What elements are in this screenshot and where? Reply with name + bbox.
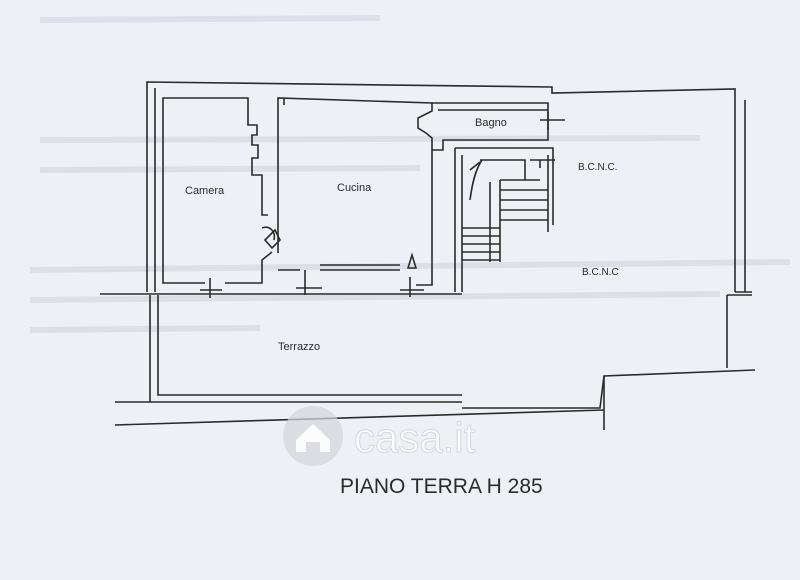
door-marks xyxy=(200,270,424,298)
watermark-brand: casa.it xyxy=(354,414,476,461)
room-label-bcnc-stair: B.C.N.C. xyxy=(578,162,617,173)
stair-treads xyxy=(462,179,548,262)
cucina-room-walls xyxy=(277,97,433,286)
room-label-cucina: Cucina xyxy=(337,182,372,194)
stair-enclosure-walls xyxy=(455,147,554,225)
casa-it-watermark: casa.it xyxy=(283,406,476,466)
bagno-room-walls xyxy=(432,102,549,151)
house-in-circle-icon xyxy=(283,406,343,466)
walls xyxy=(100,81,756,430)
outer-wall xyxy=(146,81,736,292)
terrazzo-walls xyxy=(149,295,462,402)
bcnc-right-walls xyxy=(462,369,756,409)
camera-room-walls xyxy=(162,97,268,284)
bleed-through-shading xyxy=(29,15,791,333)
room-label-bcnc-right: B.C.N.C xyxy=(582,267,619,278)
room-label-bagno: Bagno xyxy=(475,117,507,129)
room-labels: Camera Cucina Bagno Terrazzo B.C.N.C. B.… xyxy=(185,117,619,353)
room-label-terrazzo: Terrazzo xyxy=(278,341,320,353)
room-label-camera: Camera xyxy=(185,185,225,197)
plan-title: PIANO TERRA H 285 xyxy=(340,475,543,498)
